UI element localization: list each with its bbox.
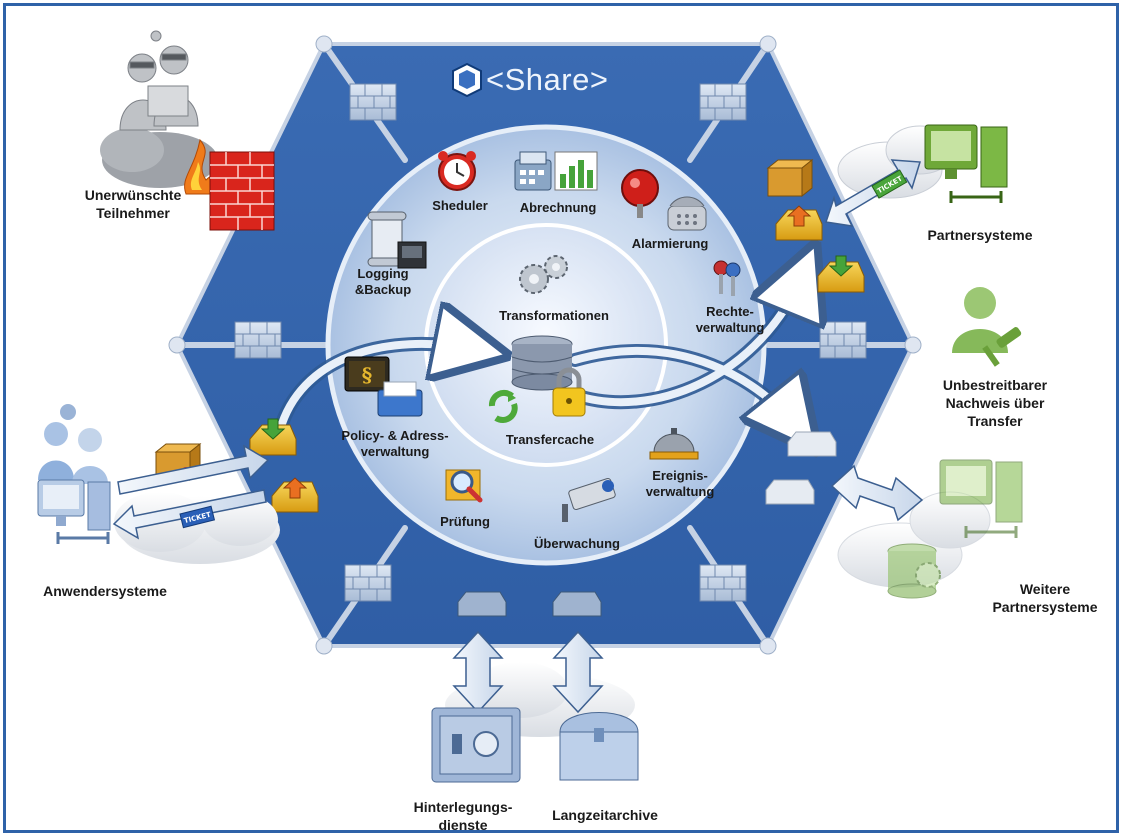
label-weitere-partnersysteme: Weitere Partnersysteme [992, 581, 1098, 615]
camera-icon [562, 477, 616, 522]
inbox-tray-icon [457, 591, 602, 617]
share-logo-icon [452, 63, 482, 97]
label-abrechnung: Abrechnung [519, 200, 597, 215]
lock-icon [552, 367, 586, 417]
alarm-bell-icon [621, 169, 659, 218]
clock-icon [438, 151, 476, 191]
spoke-nodes [168, 35, 922, 655]
label-anwendersysteme: Anwendersysteme [43, 583, 167, 599]
brand-title: <Share> [486, 62, 609, 97]
label-pruefung: Prüfung [440, 514, 490, 529]
magnifier-icon [445, 469, 483, 503]
database-gear-icon [887, 543, 941, 599]
service-bell-icon [649, 428, 699, 460]
book-icon: § [344, 356, 390, 392]
brand: <Share> [452, 58, 608, 102]
keys-icon [713, 260, 741, 296]
index-cards-icon [377, 381, 423, 417]
scroll-icon [367, 211, 427, 269]
label-transfercache: Transfercache [505, 432, 595, 447]
label-unerwuenschte-teilnehmer: Unerwünschte Teilnehmer [84, 187, 182, 221]
chest-icon [559, 712, 639, 781]
firewall-icon [234, 83, 867, 602]
label-transformationen: Transformationen [499, 308, 609, 323]
label-alarmierung: Alarmierung [631, 236, 709, 251]
safe-icon [431, 707, 521, 783]
label-logging-backup: Logging &Backup [354, 266, 412, 297]
label-sheduler: Sheduler [432, 198, 488, 213]
label-ereignisverwaltung: Ereignis- verwaltung [645, 468, 715, 499]
gavel-user-icon [952, 287, 1022, 367]
computer-icon [939, 459, 1023, 538]
svg-text:§: § [362, 363, 372, 387]
label-ueberwachung: Überwachung [534, 536, 620, 551]
label-nachweis: Unbestreitbarer Nachweis über Transfer [942, 377, 1048, 429]
database-icon [511, 335, 573, 391]
user-icon [38, 404, 108, 484]
cash-register-icon [514, 151, 552, 191]
computer-icon [37, 479, 111, 544]
inbox-tray-icon [765, 431, 837, 505]
label-langzeitarchive: Langzeitarchive [552, 807, 658, 823]
hacker-icon [119, 30, 199, 131]
label-hinterlegungsdienste: Hinterlegungs- dienste [413, 799, 513, 833]
label-partnersysteme: Partnersysteme [927, 227, 1033, 243]
double-arrow-icon [830, 464, 924, 522]
label-policy-adressverwaltung: Policy- & Adress- verwaltung [341, 428, 449, 459]
double-arrow-icon [452, 630, 604, 714]
phone-icon [667, 196, 707, 231]
gears-icon [519, 255, 568, 294]
recycle-icon [488, 389, 518, 423]
package-icon [766, 158, 814, 198]
firewall-icon [209, 151, 275, 231]
diagram-frame [3, 3, 1119, 833]
ticket-icon: TICKET [179, 505, 216, 529]
label-rechteverwaltung: Rechte- verwaltung [695, 304, 765, 335]
outbox-tray-icon [775, 205, 823, 241]
inbox-tray-icon [249, 418, 297, 456]
bar-chart-icon [554, 151, 598, 191]
inbox-tray-icon [817, 255, 865, 293]
computer-icon [924, 124, 1008, 203]
